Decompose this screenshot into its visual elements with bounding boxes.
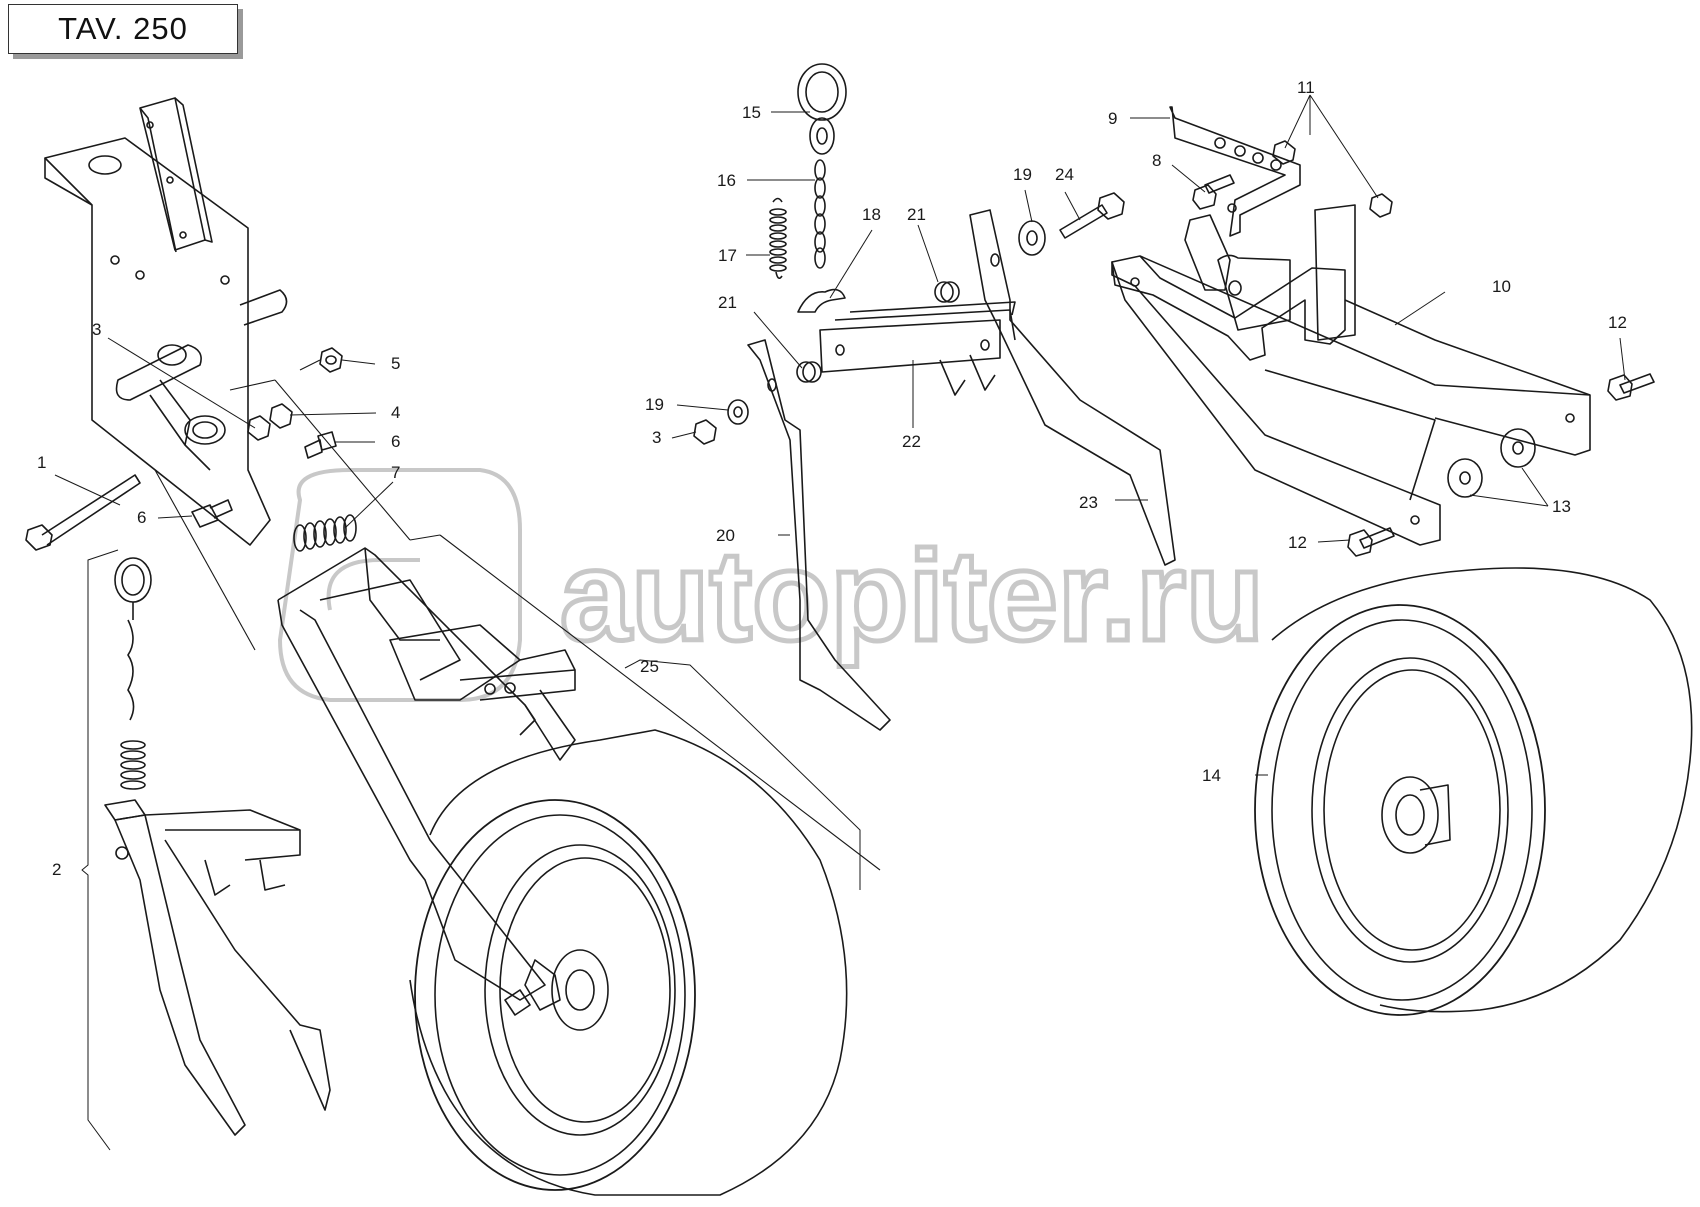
part-9-bracket-arm [1169, 106, 1301, 237]
watermark-logo [277, 468, 522, 702]
callout-16: 16 [717, 171, 736, 190]
part-16-chain [814, 159, 826, 269]
callout-5: 5 [391, 354, 400, 373]
part-11-nut-left [1272, 140, 1296, 165]
callout-14: 14 [1202, 766, 1221, 785]
callout-13: 13 [1552, 497, 1571, 516]
frame-bracket [44, 97, 288, 546]
callout-21-lower: 21 [718, 293, 737, 312]
part-22-clamp-plates [819, 301, 1016, 396]
callout-15: 15 [742, 103, 761, 122]
part-5-nut [319, 347, 343, 373]
part-19-washer-right [1018, 220, 1046, 256]
part-23-tine [969, 209, 1176, 566]
part-3-nut-right [693, 419, 717, 445]
part-13-washer-b [1500, 428, 1536, 468]
part-13-washer-a [1447, 458, 1483, 498]
part-8-bolt [1192, 174, 1235, 210]
callout-6-upper: 6 [391, 432, 400, 451]
part-10-frame [1111, 203, 1591, 546]
callout-22: 22 [902, 432, 921, 451]
part-3-nut-left [247, 415, 271, 441]
callout-4: 4 [391, 403, 400, 422]
callout-9: 9 [1108, 109, 1117, 128]
part-12-bolt-right [1607, 373, 1655, 401]
part-21-bushing-upper [934, 281, 960, 303]
part-20-tine [747, 339, 891, 731]
callout-12-left: 12 [1288, 533, 1307, 552]
callout-3-left: 3 [92, 320, 101, 339]
part-14-wheel [1254, 567, 1693, 1016]
callout-19-left: 19 [645, 395, 664, 414]
part-21-bushing-lower [796, 361, 822, 383]
callout-17: 17 [718, 246, 737, 265]
callout-18: 18 [862, 205, 881, 224]
callout-leaders [54, 94, 1626, 1151]
part-24-bolt [1059, 192, 1125, 239]
part-12-bolt-left [1347, 527, 1395, 557]
callout-10: 10 [1492, 277, 1511, 296]
callout-12-right: 12 [1608, 313, 1627, 332]
callout-21-upper: 21 [907, 205, 926, 224]
callout-20: 20 [716, 526, 735, 545]
title-box: TAV. 250 [8, 4, 238, 54]
part-6-bolt-upper [304, 431, 337, 459]
callout-7: 7 [391, 463, 400, 482]
callout-23: 23 [1079, 493, 1098, 512]
callout-2: 2 [52, 860, 61, 879]
callout-25: 25 [640, 657, 659, 676]
part-6-bolt-lower [191, 499, 233, 528]
part-2-tine-assembly [104, 557, 331, 1136]
callout-6-lower: 6 [137, 508, 146, 527]
part-19-washer-left [727, 399, 749, 425]
part-15-ring [797, 63, 847, 155]
callout-24: 24 [1055, 165, 1074, 184]
watermark-text: autopiter.ru [560, 525, 1264, 668]
callout-19-right: 19 [1013, 165, 1032, 184]
title-text: TAV. 250 [58, 11, 188, 46]
part-4-nut [269, 403, 293, 429]
part-17-spring [769, 197, 787, 280]
part-1-bolt [25, 474, 141, 551]
assembly-leaders [154, 359, 881, 871]
callout-1: 1 [37, 453, 46, 472]
part-11-nut-right [1369, 193, 1393, 218]
callout-11: 11 [1297, 78, 1315, 97]
callout-8: 8 [1152, 151, 1161, 170]
part-7-spring [293, 514, 357, 552]
part-18-clip [797, 288, 846, 313]
main-wheel-assembly [277, 547, 848, 1196]
callout-3-right: 3 [652, 428, 661, 447]
